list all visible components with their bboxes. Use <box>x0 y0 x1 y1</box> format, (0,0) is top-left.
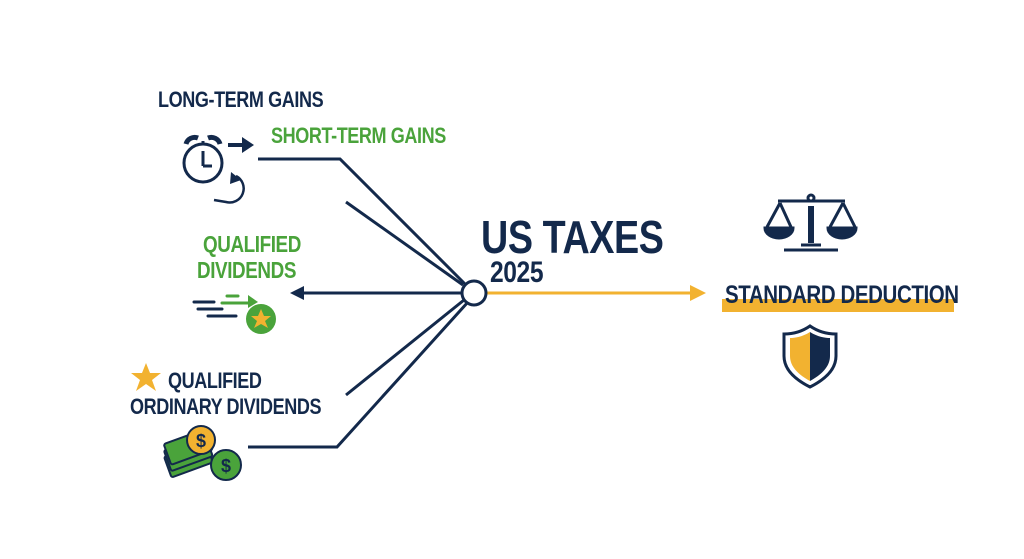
title-year: 2025 <box>490 256 544 289</box>
svg-text:$: $ <box>196 431 206 451</box>
star-icon <box>131 363 161 391</box>
connector-lines <box>248 157 470 449</box>
connector-ordinary-1 <box>345 298 465 397</box>
label-qualified-dividends-line1: QUALIFIED <box>203 231 301 257</box>
scales-of-justice-icon <box>763 193 858 252</box>
highlight-bar <box>722 299 954 312</box>
money-stack-coins-icon: $ $ <box>163 425 242 481</box>
gold-arrowhead-icon <box>690 285 706 301</box>
label-qualified-ordinary-line2: ORDINARY DIVIDENDS <box>130 394 322 419</box>
hub-circle <box>460 279 488 307</box>
connector-long-term <box>345 200 464 287</box>
arrowhead-left-icon <box>290 286 304 300</box>
title-us-taxes: US TAXES <box>481 211 664 263</box>
label-short-term-gains: SHORT-TERM GAINS <box>271 123 446 148</box>
svg-text:$: $ <box>221 456 231 476</box>
arrow-right-icon <box>228 137 254 153</box>
connector-short-term <box>258 157 467 286</box>
speeding-coin-star-icon <box>192 294 276 334</box>
label-standard-deduction: STANDARD DEDUCTION <box>725 281 959 309</box>
label-qualified-ordinary-line1: QUALIFIED <box>168 368 262 393</box>
label-long-term-gains: LONG-TERM GAINS <box>158 87 324 112</box>
connector-ordinary-2 <box>248 300 470 449</box>
alarm-clock-icon <box>182 134 245 204</box>
label-qualified-dividends-line2: DIVIDENDS <box>197 257 297 283</box>
shield-icon <box>782 324 838 389</box>
